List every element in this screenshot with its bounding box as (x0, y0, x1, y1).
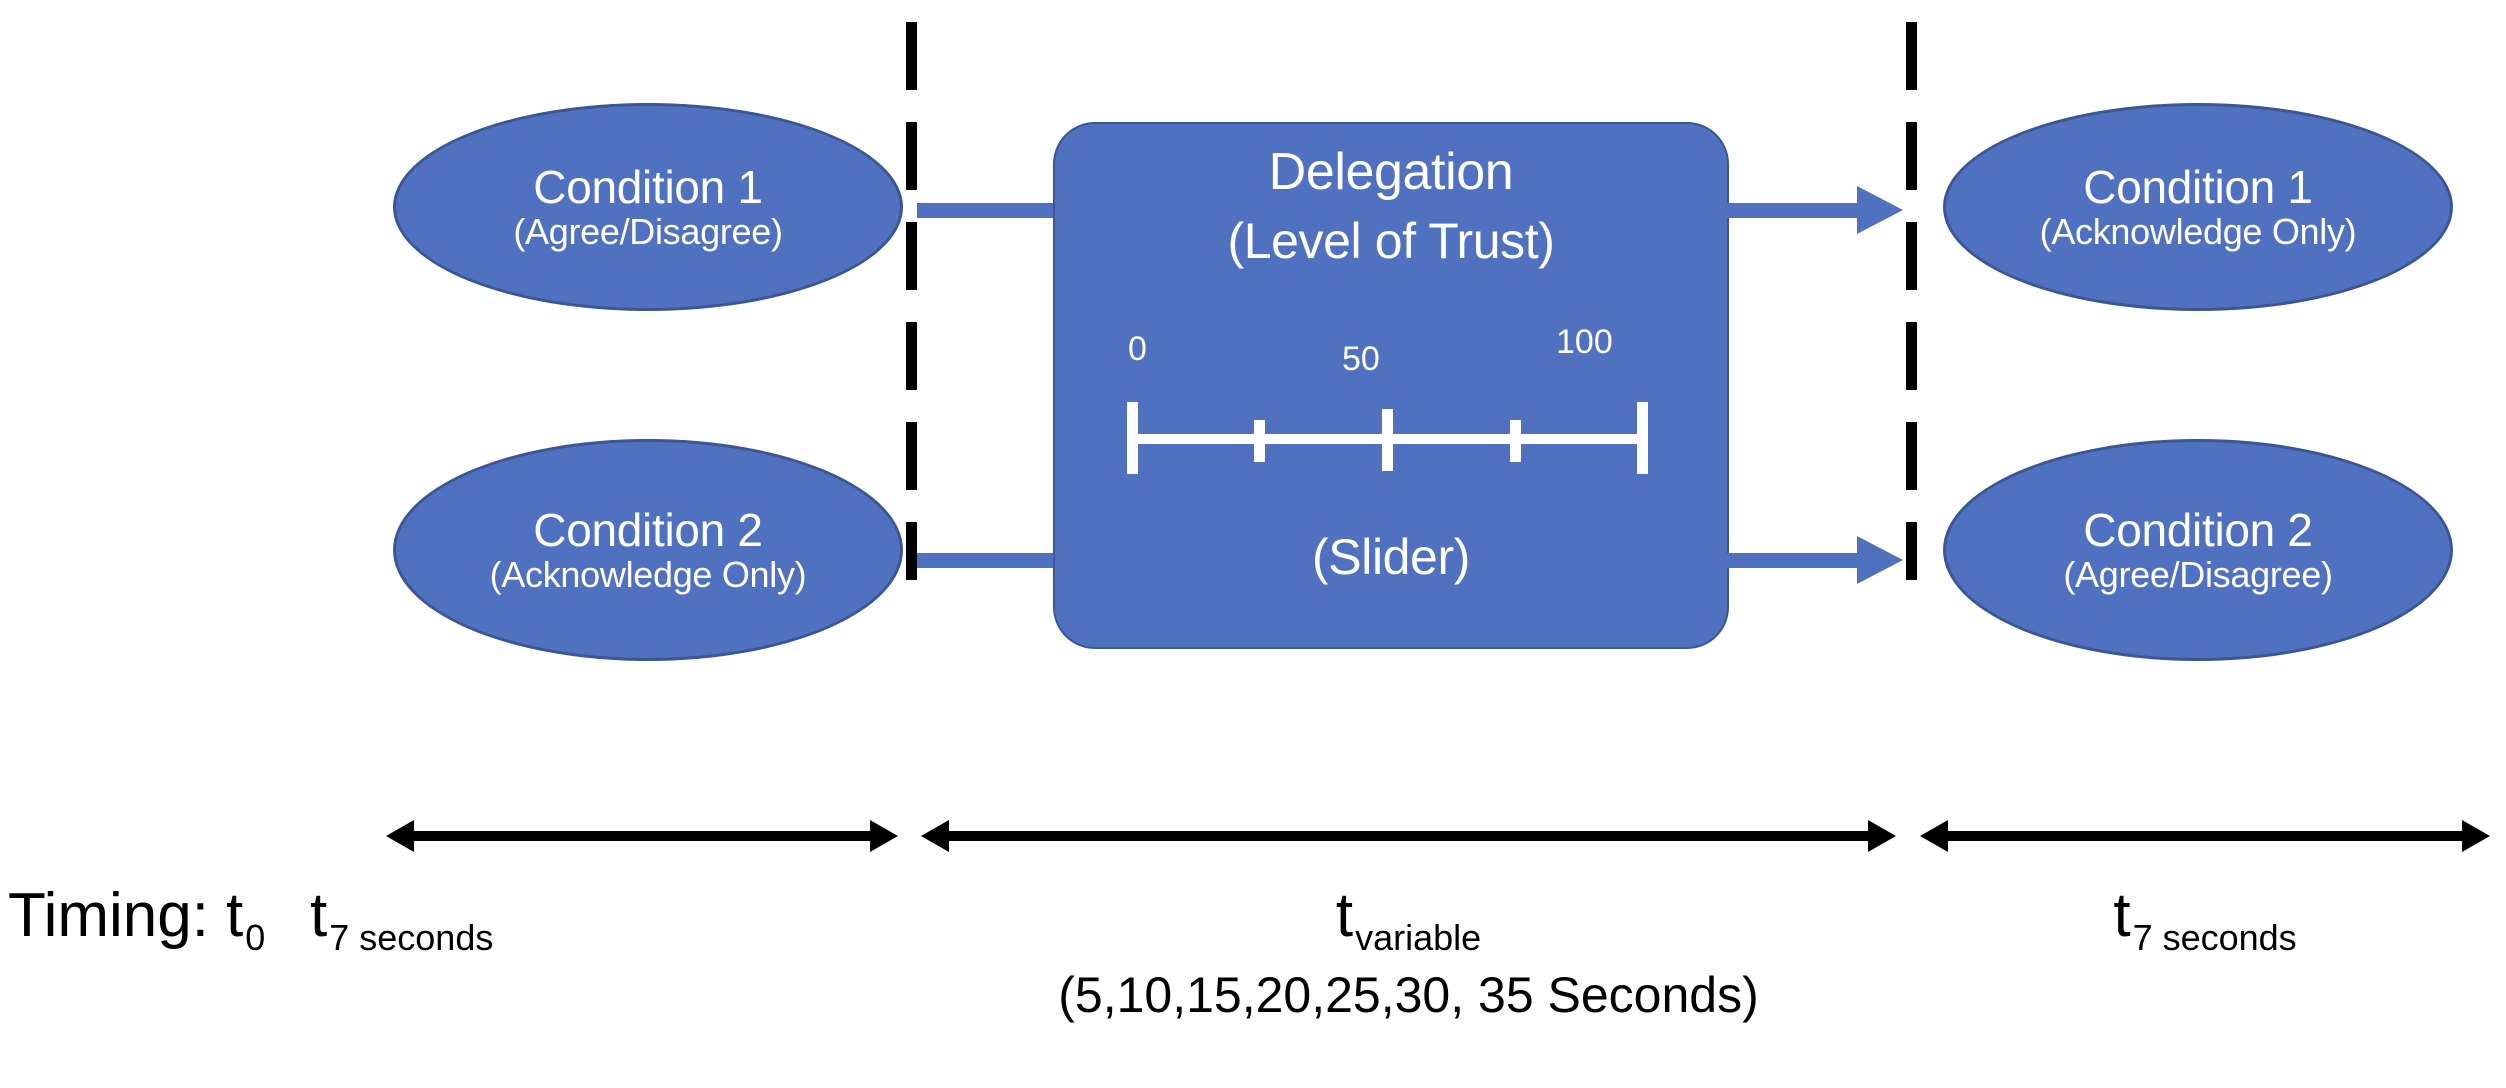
slider-tick-25 (1254, 420, 1265, 462)
delegation-subtitle: (Level of Trust) (1227, 213, 1555, 269)
arrowhead-out-condition-1-icon (1857, 186, 1903, 234)
arrow-shaft (943, 831, 1874, 841)
arrow-right-icon (870, 820, 898, 852)
node-subtitle: (Agree/Disagree) (2063, 554, 2333, 596)
trust-slider[interactable] (1127, 402, 1648, 474)
slider-tick-75 (1510, 420, 1521, 462)
timing-mark-sub: variable (1355, 917, 1482, 958)
node-title: Condition 2 (2083, 503, 2313, 556)
node-subtitle: (Acknowledge Only) (489, 554, 807, 596)
slider-label-max: 100 (1556, 323, 1613, 361)
slider-tick-100 (1637, 402, 1648, 474)
timing-mark-base: t (310, 881, 328, 950)
slider-caption: (Slider) (1312, 529, 1470, 585)
node-title: Condition 1 (533, 160, 763, 213)
delegation-task-box: Delegation (Level of Trust) 0 50 100 (Sl… (1053, 122, 1729, 649)
timing-variable-values: (5,10,15,20,25,30, 35 Seconds) (1058, 967, 1759, 1023)
node-left-condition-1: Condition 1 (Agree/Disagree) (393, 103, 903, 311)
timing-label: Timing: (8, 881, 209, 950)
connector-in-condition-2 (917, 553, 1059, 568)
arrow-right-icon (1868, 820, 1896, 852)
node-subtitle: (Agree/Disagree) (513, 211, 783, 253)
arrow-right-icon (2462, 820, 2490, 852)
timing-mark-sub: 0 (245, 917, 266, 958)
arrow-shaft (408, 831, 876, 841)
slider-tick-50 (1382, 409, 1393, 471)
connector-out-condition-1 (1727, 203, 1859, 218)
connector-out-condition-2 (1727, 553, 1859, 568)
timing-arrow-segment-3 (1920, 820, 2490, 852)
slider-label-min: 0 (1128, 330, 1147, 368)
timing-arrow-segment-1 (386, 820, 898, 852)
node-title: Condition 1 (2083, 160, 2313, 213)
node-title: Condition 2 (533, 503, 763, 556)
node-right-condition-1: Condition 1 (Acknowledge Only) (1943, 103, 2453, 311)
connector-in-condition-1 (917, 203, 1059, 218)
timing-mark-base: t (1335, 881, 1354, 950)
timing-mark-base: t (226, 881, 244, 950)
delegation-title: Delegation (1268, 143, 1514, 201)
phase-divider-left (906, 22, 917, 580)
timing-mark-base: t (2113, 881, 2131, 950)
node-left-condition-2: Condition 2 (Acknowledge Only) (393, 439, 903, 661)
timing-mark-sub: 7 seconds (329, 917, 494, 958)
timing-arrow-segment-2 (921, 820, 1896, 852)
slider-tick-0 (1127, 402, 1138, 474)
node-right-condition-2: Condition 2 (Agree/Disagree) (1943, 439, 2453, 661)
slider-label-mid: 50 (1342, 340, 1380, 378)
arrow-shaft (1942, 831, 2468, 841)
node-subtitle: (Acknowledge Only) (2039, 211, 2357, 253)
timing-mark-sub: 7 seconds (2132, 917, 2297, 958)
phase-divider-right (1906, 22, 1917, 580)
arrowhead-out-condition-2-icon (1857, 536, 1903, 584)
